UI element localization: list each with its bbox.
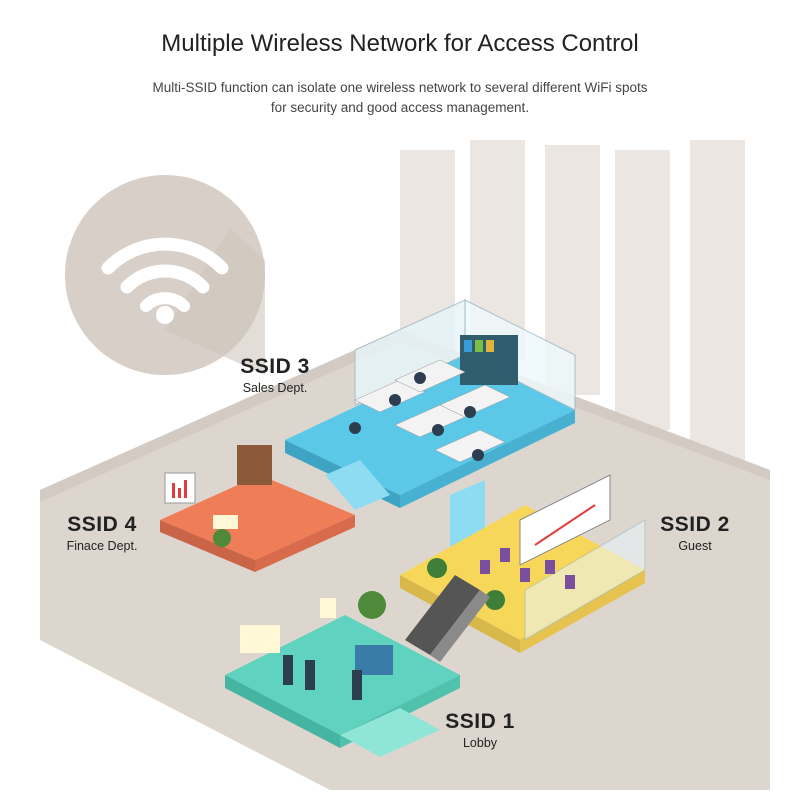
ssid-1-name: SSID 1 [445,710,515,733]
ssid-1-label: SSID 1 Lobby [430,710,530,750]
ssid-4-name: SSID 4 [67,513,137,536]
wifi-icon [65,175,265,375]
ssid-2-label: SSID 2 Guest [645,513,745,553]
escalator [405,575,490,662]
subtitle-line-2: for security and good access management. [270,100,530,115]
zone-lobby [225,591,460,757]
ssid-3-name: SSID 3 [240,355,310,378]
ssid-3-label: SSID 3 Sales Dept. [225,355,325,395]
page-subtitle: Multi-SSID function can isolate one wire… [100,78,700,118]
ssid-1-dept: Lobby [462,736,498,750]
ssid-2-dept: Guest [678,539,712,553]
main-floor [40,330,770,790]
zone-sales [285,299,576,555]
subtitle-line-1: Multi-SSID function can isolate one wire… [152,80,648,95]
ssid-2-name: SSID 2 [660,513,730,536]
main-floor-edge [40,330,770,502]
ssid-4-label: SSID 4 Finace Dept. [52,513,152,553]
page-title: Multiple Wireless Network for Access Con… [161,30,639,57]
ssid-4-dept: Finace Dept. [66,539,138,553]
ssid-3-dept: Sales Dept. [242,381,308,395]
zone-finance [160,445,355,572]
